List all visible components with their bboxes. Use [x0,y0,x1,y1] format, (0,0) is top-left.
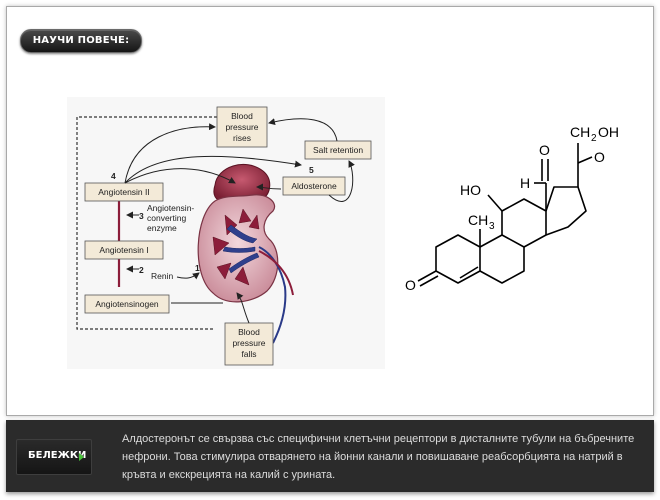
svg-text:Angiotensin II: Angiotensin II [98,187,150,197]
box-blood-pressure-rises: Blood pressure rises [216,106,268,148]
ace-label-line3: enzyme [147,223,177,233]
renin-label: Renin [151,271,173,281]
label-ketone-o: O [594,149,605,165]
content-stage: НАУЧИ ПОВЕЧЕ: [6,6,654,416]
label-ch2oh: CH [570,124,590,140]
box-angiotensin-1: Angiotensin I [84,240,164,260]
svg-text:Salt retention: Salt retention [313,145,363,155]
aldosterone-structure: O HO CH 3 H O O CH 2 OH [392,107,632,307]
renin-angiotensin-diagram: Blood pressure rises Salt retention Aldo… [67,97,385,369]
step-4: 4 [111,171,116,181]
svg-text:Aldosterone: Aldosterone [291,181,337,191]
box-angiotensinogen: Angiotensinogen [84,294,170,314]
feedback-dashed-loop [76,116,217,330]
label-aldehyde-o: O [539,142,550,158]
label-aldehyde-h: H [520,175,530,191]
notes-text: Алдостеронът се свързва със специфични к… [122,433,635,481]
notes-button[interactable]: БЕЛЕЖКИ [16,439,92,475]
kidney-illustration [197,163,294,344]
svg-text:Angiotensinogen: Angiotensinogen [95,299,159,309]
label-ch2oh-tail: OH [598,124,619,140]
box-angiotensin-2: Angiotensin II [84,182,164,202]
svg-text:pressure: pressure [225,122,258,132]
svg-text:Blood: Blood [238,327,260,337]
label-ring-oxygen: O [405,277,416,293]
notes-bar: БЕЛЕЖКИ Алдостеронът се свързва със спец… [6,420,654,492]
svg-text:falls: falls [241,349,256,359]
learn-more-button[interactable]: НАУЧИ ПОВЕЧЕ: [20,29,142,53]
notes-button-label: БЕЛЕЖКИ [28,450,87,461]
ace-label-line1: Angiotensin- [147,203,194,213]
step-3: 3 [139,211,144,221]
label-methyl-sub: 3 [489,221,495,232]
ace-label-line2: converting [147,213,186,223]
box-blood-pressure-falls: Blood pressure falls [224,322,274,366]
step-2: 2 [139,265,144,275]
label-ch2oh-sub: 2 [591,133,597,144]
box-aldosterone: Aldosterone [282,176,346,196]
label-methyl: CH [468,212,488,228]
box-salt-retention: Salt retention [304,140,372,160]
step-5: 5 [309,165,314,175]
step-1: 1 [195,263,200,273]
svg-text:Blood: Blood [231,111,253,121]
svg-text:pressure: pressure [232,338,265,348]
svg-text:rises: rises [233,133,251,143]
play-triangle-icon [79,453,84,461]
label-hydroxyl: HO [460,182,481,198]
svg-text:Angiotensin I: Angiotensin I [99,245,148,255]
